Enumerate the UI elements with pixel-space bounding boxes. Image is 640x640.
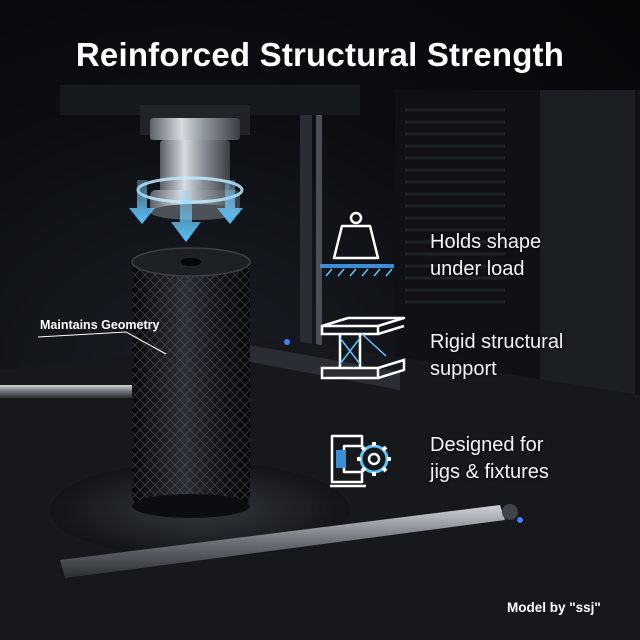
page-title: Reinforced Structural Strength [75,36,565,73]
callout-label: Maintains Geometry [40,318,160,332]
i-beam-icon [320,316,406,380]
weight-load-icon [320,211,394,277]
model-credit: Model by "ssj" [507,600,601,615]
clamp-gear-icon [330,434,391,488]
